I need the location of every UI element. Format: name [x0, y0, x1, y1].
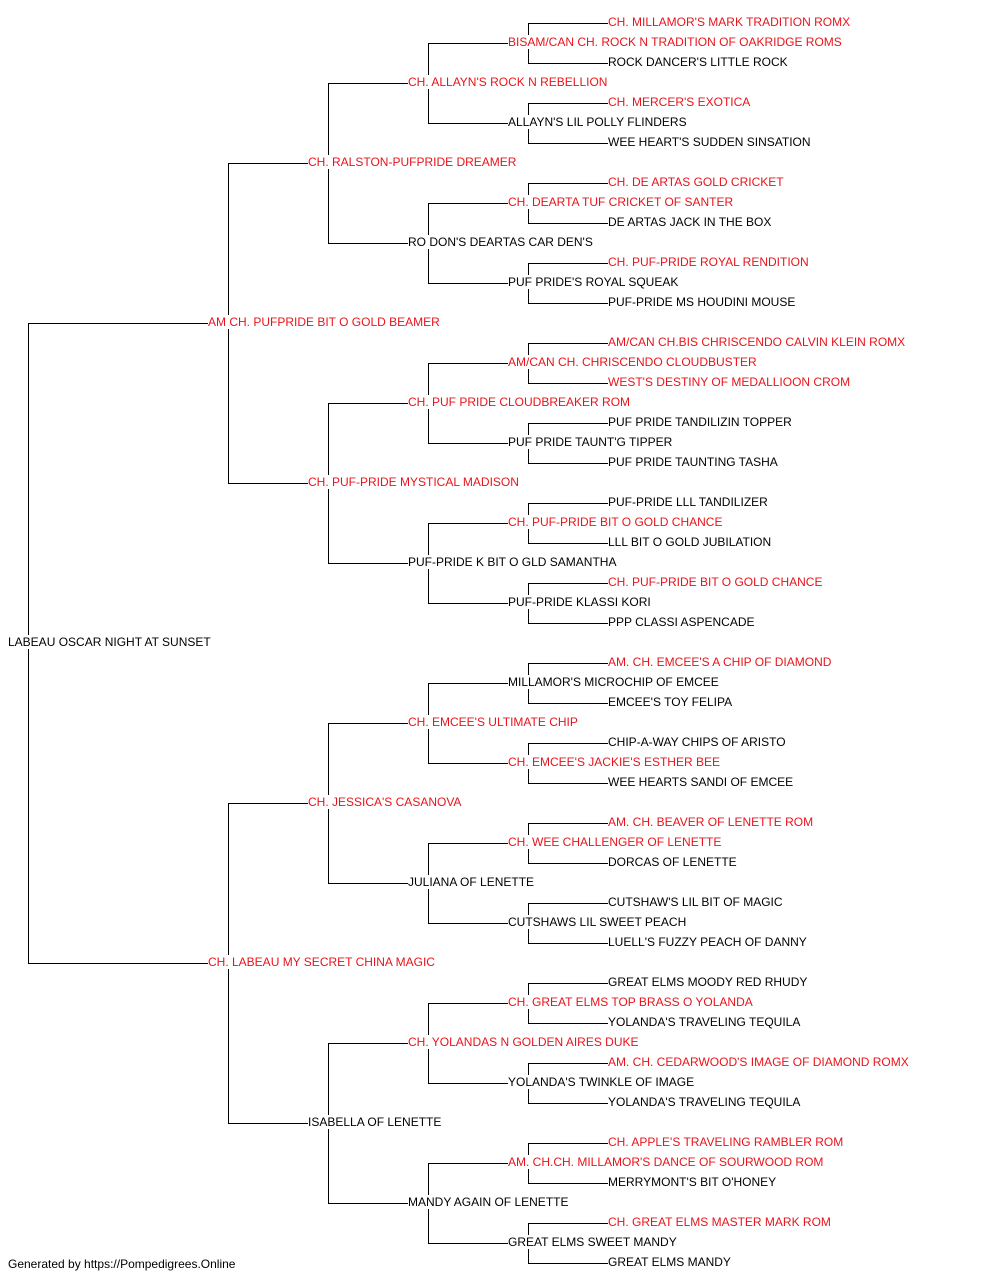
pedigree-node: PUF-PRIDE MS HOUDINI MOUSE [608, 295, 798, 309]
pedigree-node: AM/CAN CH.BIS CHRISCENDO CALVIN KLEIN RO… [608, 335, 908, 349]
pedigree-node: MERRYMONT'S BIT O'HONEY [608, 1175, 779, 1189]
pedigree-node: RO DON'S DEARTAS CAR DEN'S [408, 235, 595, 249]
pedigree-node: CH. PUF PRIDE CLOUDBREAKER ROM [408, 395, 633, 409]
pedigree-node: CH. YOLANDAS N GOLDEN AIRES DUKE [408, 1035, 641, 1049]
pedigree-node: BISAM/CAN CH. ROCK N TRADITION OF OAKRID… [508, 35, 844, 49]
pedigree-node: GREAT ELMS MANDY [608, 1255, 733, 1269]
pedigree-node: YOLANDA'S TRAVELING TEQUILA [608, 1095, 803, 1109]
pedigree-node: MILLAMOR'S MICROCHIP OF EMCEE [508, 675, 721, 689]
pedigree-node: CH. MILLAMOR'S MARK TRADITION ROMX [608, 15, 853, 29]
pedigree-node: CH. PUF-PRIDE BIT O GOLD CHANCE [508, 515, 725, 529]
pedigree-node: DORCAS OF LENETTE [608, 855, 739, 869]
pedigree-node: PUF PRIDE TAUNT'G TIPPER [508, 435, 675, 449]
pedigree-node: MANDY AGAIN OF LENETTE [408, 1195, 571, 1209]
pedigree-node: WEST'S DESTINY OF MEDALLIOON CROM [608, 375, 853, 389]
pedigree-node: AM. CH. BEAVER OF LENETTE ROM [608, 815, 816, 829]
pedigree-node: CHIP-A-WAY CHIPS OF ARISTO [608, 735, 788, 749]
pedigree-node: ROCK DANCER'S LITTLE ROCK [608, 55, 790, 69]
pedigree-node: GREAT ELMS SWEET MANDY [508, 1235, 679, 1249]
pedigree-node: LABEAU OSCAR NIGHT AT SUNSET [8, 635, 213, 649]
pedigree-node: AM CH. PUFPRIDE BIT O GOLD BEAMER [208, 315, 442, 329]
pedigree-node: ISABELLA OF LENETTE [308, 1115, 444, 1129]
pedigree-node: GREAT ELMS MOODY RED RHUDY [608, 975, 810, 989]
pedigree-node: CH. PUF-PRIDE BIT O GOLD CHANCE [608, 575, 825, 589]
pedigree-node: AM. CH. CEDARWOOD'S IMAGE OF DIAMOND ROM… [608, 1055, 911, 1069]
pedigree-node: CH. GREAT ELMS MASTER MARK ROM [608, 1215, 833, 1229]
pedigree-node: LUELL'S FUZZY PEACH OF DANNY [608, 935, 809, 949]
pedigree-node: WEE HEARTS SANDI OF EMCEE [608, 775, 796, 789]
pedigree-node: LLL BIT O GOLD JUBILATION [608, 535, 774, 549]
pedigree-node: CH. JESSICA'S CASANOVA [308, 795, 464, 809]
pedigree-node: DE ARTAS JACK IN THE BOX [608, 215, 774, 229]
pedigree-node: JULIANA OF LENETTE [408, 875, 537, 889]
pedigree-node: PUF PRIDE TAUNTING TASHA [608, 455, 780, 469]
pedigree-node: AM/CAN CH. CHRISCENDO CLOUDBUSTER [508, 355, 759, 369]
pedigree-node: CH. GREAT ELMS TOP BRASS O YOLANDA [508, 995, 755, 1009]
pedigree-node: CUTSHAW'S LIL BIT OF MAGIC [608, 895, 785, 909]
pedigree-node: PUF-PRIDE KLASSI KORI [508, 595, 653, 609]
pedigree-node: PUF PRIDE TANDILIZIN TOPPER [608, 415, 794, 429]
pedigree-node: CH. APPLE'S TRAVELING RAMBLER ROM [608, 1135, 846, 1149]
footer-credit: Generated by https://Pompedigrees.Online [8, 1257, 236, 1271]
pedigree-node: CH. EMCEE'S JACKIE'S ESTHER BEE [508, 755, 722, 769]
pedigree-node: CH. DEARTA TUF CRICKET OF SANTER [508, 195, 736, 209]
pedigree-node: EMCEE'S TOY FELIPA [608, 695, 735, 709]
pedigree-node: ALLAYN'S LIL POLLY FLINDERS [508, 115, 689, 129]
pedigree-node: CH. PUF-PRIDE MYSTICAL MADISON [308, 475, 521, 489]
pedigree-node: CH. WEE CHALLENGER OF LENETTE [508, 835, 724, 849]
pedigree-node: YOLANDA'S TWINKLE OF IMAGE [508, 1075, 697, 1089]
pedigree-node: CH. ALLAYN'S ROCK N REBELLION [408, 75, 610, 89]
pedigree-node: CH. EMCEE'S ULTIMATE CHIP [408, 715, 580, 729]
pedigree-node: CH. LABEAU MY SECRET CHINA MAGIC [208, 955, 437, 969]
pedigree-node: CH. PUF-PRIDE ROYAL RENDITION [608, 255, 811, 269]
pedigree-node: PUF PRIDE'S ROYAL SQUEAK [508, 275, 681, 289]
pedigree-node: WEE HEART'S SUDDEN SINSATION [608, 135, 813, 149]
pedigree-node: CH. DE ARTAS GOLD CRICKET [608, 175, 786, 189]
pedigree-node: CH. RALSTON-PUFPRIDE DREAMER [308, 155, 519, 169]
pedigree-node: PUF-PRIDE K BIT O GLD SAMANTHA [408, 555, 619, 569]
pedigree-node: AM. CH.CH. MILLAMOR'S DANCE OF SOURWOOD … [508, 1155, 826, 1169]
pedigree-node: CH. MERCER'S EXOTICA [608, 95, 753, 109]
pedigree-node: YOLANDA'S TRAVELING TEQUILA [608, 1015, 803, 1029]
pedigree-node: PUF-PRIDE LLL TANDILIZER [608, 495, 770, 509]
pedigree-node: AM. CH. EMCEE'S A CHIP OF DIAMOND [608, 655, 834, 669]
pedigree-node: CUTSHAWS LIL SWEET PEACH [508, 915, 689, 929]
pedigree-node: PPP CLASSI ASPENCADE [608, 615, 757, 629]
